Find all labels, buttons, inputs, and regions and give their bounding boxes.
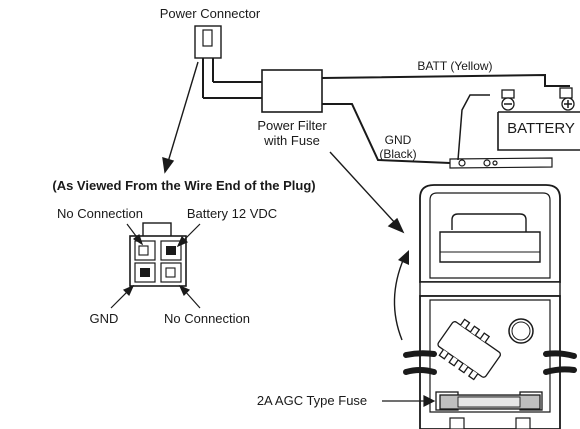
gnd-wire-label: GND [385, 133, 412, 147]
battery-label: BATTERY [507, 120, 575, 137]
lid-open-arrow [393, 250, 409, 341]
battery-negative-cable [457, 94, 490, 161]
fuse-holder [419, 184, 561, 429]
pin-label-gnd: GND [90, 311, 119, 326]
power-filter-label: Power Filter [257, 118, 327, 133]
positive-post [559, 87, 573, 99]
pin-leader-arrows [110, 223, 201, 309]
fuse-holder-wires [403, 350, 577, 375]
connector-wires [203, 81, 262, 99]
negative-post [501, 89, 515, 99]
fuse-leader-arrow [382, 395, 436, 407]
pin-label-no-connection-top: No Connection [57, 206, 143, 221]
power-connector [194, 25, 222, 98]
arrow-to-fuse-holder [329, 151, 405, 234]
plug-view-caption: (As Viewed From the Wire End of the Plug… [52, 178, 315, 193]
gnd-wire-label-2: (Black) [379, 147, 416, 161]
fuse-label: 2A AGC Type Fuse [257, 393, 367, 408]
fuse-icon [439, 394, 541, 410]
batt-wire [321, 73, 570, 87]
plug-end-view [129, 222, 187, 287]
power-filter-box [261, 69, 323, 113]
gnd-wire [322, 103, 451, 164]
arrow-to-plug-view [162, 61, 199, 174]
batt-wire-label: BATT (Yellow) [417, 59, 492, 73]
power-connector-label: Power Connector [160, 6, 261, 21]
ground-strap [449, 157, 553, 169]
pin-label-no-connection-bottom: No Connection [164, 311, 250, 326]
pin-label-battery: Battery 12 VDC [187, 206, 277, 221]
battery [497, 87, 580, 151]
power-filter-label-2: with Fuse [263, 133, 320, 148]
